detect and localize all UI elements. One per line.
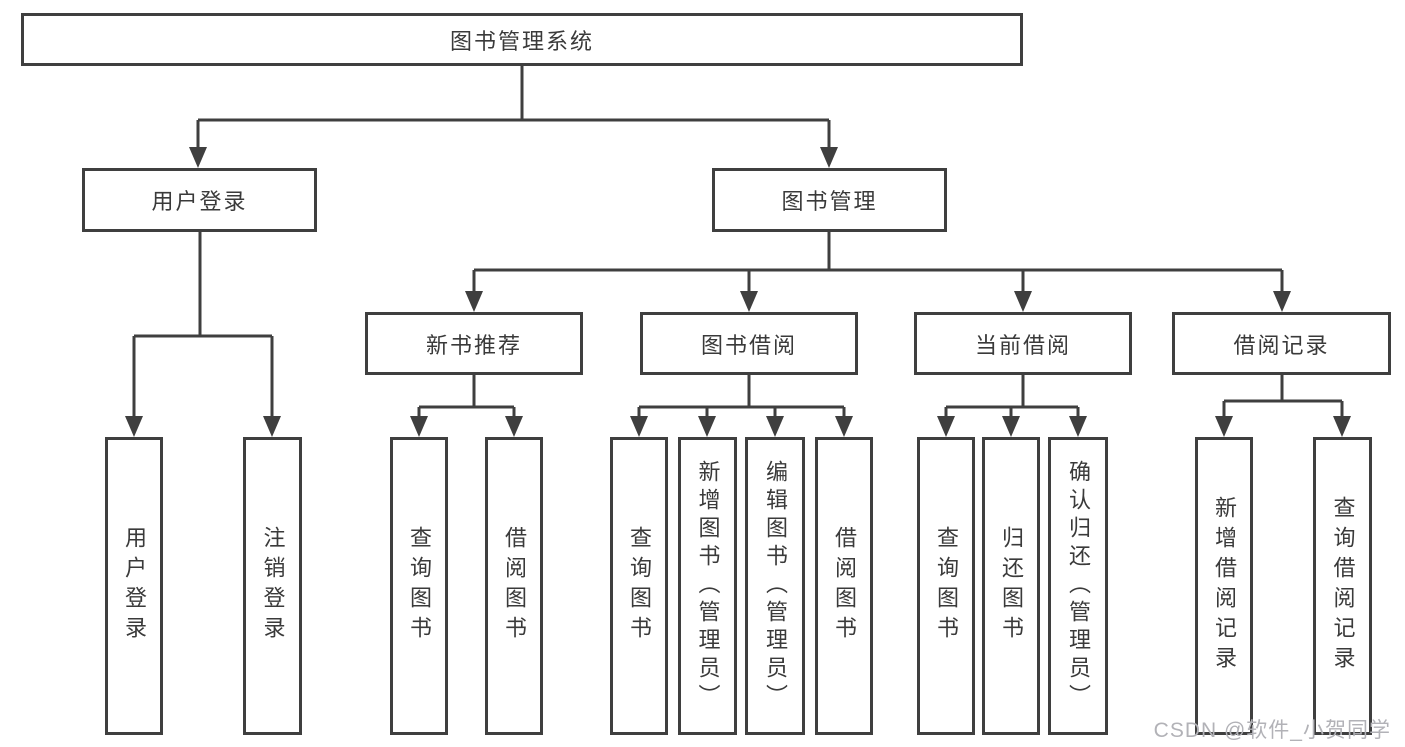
arrowheads [125,147,1351,437]
leaf-add-borrow-record: 新增借阅记录 [1195,437,1253,735]
node-current-borrow: 当前借阅 [914,312,1132,375]
node-borrow-records: 借阅记录 [1172,312,1391,375]
node-book-management: 图书管理 [712,168,947,232]
leaf-confirm-return-admin: 确认归还（管理员） [1048,437,1108,735]
leaf-borrow-books-borrow: 借阅图书 [815,437,873,735]
leaf-query-books-borrow: 查询图书 [610,437,668,735]
leaf-user-login: 用户登录 [105,437,163,735]
node-library-management-system: 图书管理系统 [21,13,1023,66]
leaf-query-borrow-record: 查询借阅记录 [1313,437,1372,735]
leaf-query-books-current: 查询图书 [917,437,975,735]
leaf-add-book-admin: 新增图书（管理员） [678,437,737,735]
csdn-watermark: CSDN @软件_小贺同学 [1153,719,1391,742]
leaf-query-books-recommend: 查询图书 [390,437,448,735]
leaf-return-book: 归还图书 [982,437,1040,735]
leaf-logout: 注销登录 [243,437,302,735]
leaf-edit-book-admin: 编辑图书（管理员） [745,437,805,735]
node-book-borrow: 图书借阅 [640,312,858,375]
node-user-login: 用户登录 [82,168,317,232]
leaf-borrow-books-recommend: 借阅图书 [485,437,543,735]
node-new-book-recommend: 新书推荐 [365,312,583,375]
